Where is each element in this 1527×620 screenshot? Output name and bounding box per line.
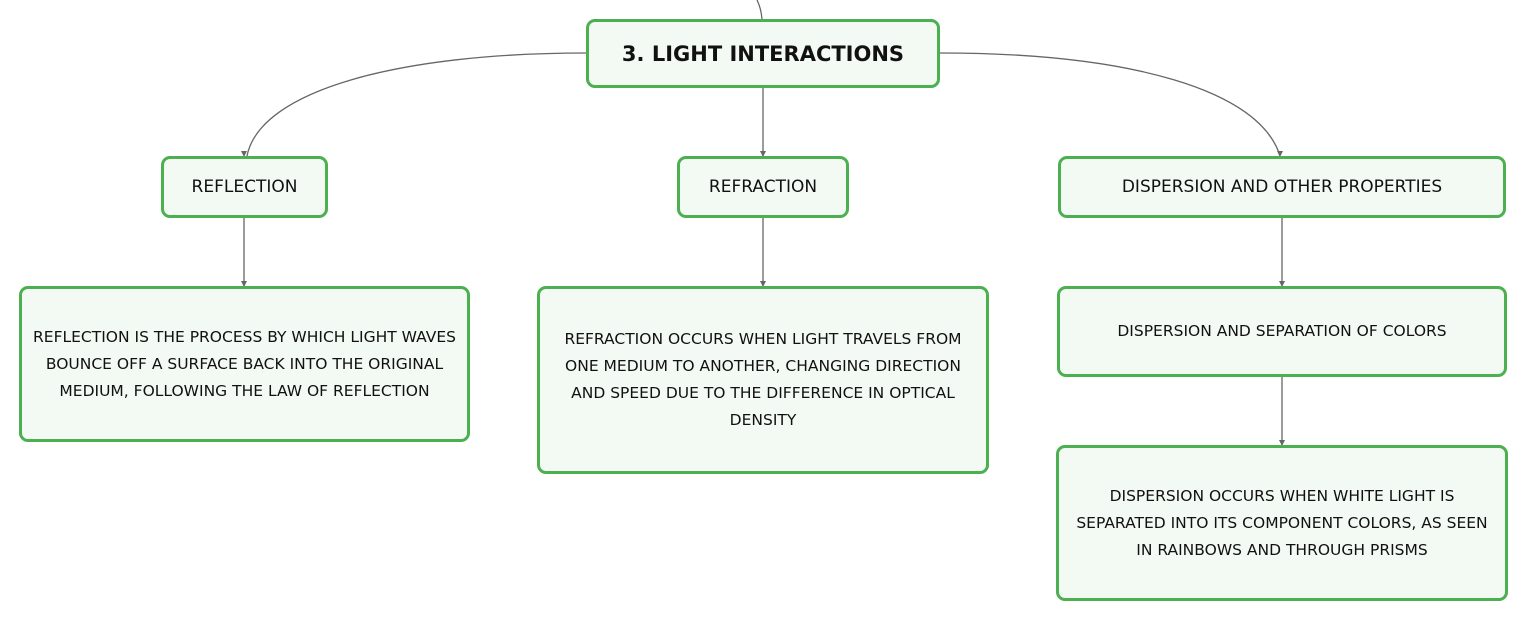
node-dispersion-label: DISPERSION AND OTHER PROPERTIES bbox=[1121, 177, 1443, 197]
arrowhead-reflection-desc bbox=[241, 281, 247, 287]
node-refraction[interactable]: REFRACTION bbox=[677, 156, 849, 218]
node-refraction-label: REFRACTION bbox=[708, 177, 818, 197]
node-dispersion-description-text: DISPERSION OCCURS WHEN WHITE LIGHT IS SE… bbox=[1076, 486, 1488, 559]
arrowhead-dispersion-desc bbox=[1279, 440, 1285, 446]
node-dispersion-separation-label: DISPERSION AND SEPARATION OF COLORS bbox=[1117, 322, 1447, 340]
connector-incoming-root bbox=[756, 0, 763, 20]
arrowhead-dispersion-sep bbox=[1279, 281, 1285, 287]
arrowhead-reflection bbox=[241, 151, 247, 157]
node-reflection[interactable]: REFLECTION bbox=[161, 156, 328, 218]
node-dispersion-description[interactable]: DISPERSION OCCURS WHEN WHITE LIGHT IS SE… bbox=[1056, 445, 1508, 601]
node-reflection-description[interactable]: REFLECTION IS THE PROCESS BY WHICH LIGHT… bbox=[19, 286, 470, 442]
node-dispersion[interactable]: DISPERSION AND OTHER PROPERTIES bbox=[1058, 156, 1506, 218]
node-refraction-description-text: REFRACTION OCCURS WHEN LIGHT TRAVELS FRO… bbox=[564, 330, 962, 429]
node-refraction-description[interactable]: REFRACTION OCCURS WHEN LIGHT TRAVELS FRO… bbox=[537, 286, 989, 474]
connector-root-dispersion bbox=[939, 52, 1281, 157]
root-node-label: 3. LIGHT INTERACTIONS bbox=[621, 41, 905, 66]
node-reflection-label: REFLECTION bbox=[191, 177, 298, 197]
node-reflection-description-text: REFLECTION IS THE PROCESS BY WHICH LIGHT… bbox=[33, 327, 456, 400]
root-node[interactable]: 3. LIGHT INTERACTIONS bbox=[586, 19, 940, 88]
node-dispersion-separation[interactable]: DISPERSION AND SEPARATION OF COLORS bbox=[1057, 286, 1507, 377]
connector-root-reflection bbox=[246, 52, 587, 157]
arrowhead-refraction-desc bbox=[760, 281, 766, 287]
arrowhead-dispersion bbox=[1277, 151, 1283, 157]
arrowhead-refraction bbox=[760, 151, 766, 157]
